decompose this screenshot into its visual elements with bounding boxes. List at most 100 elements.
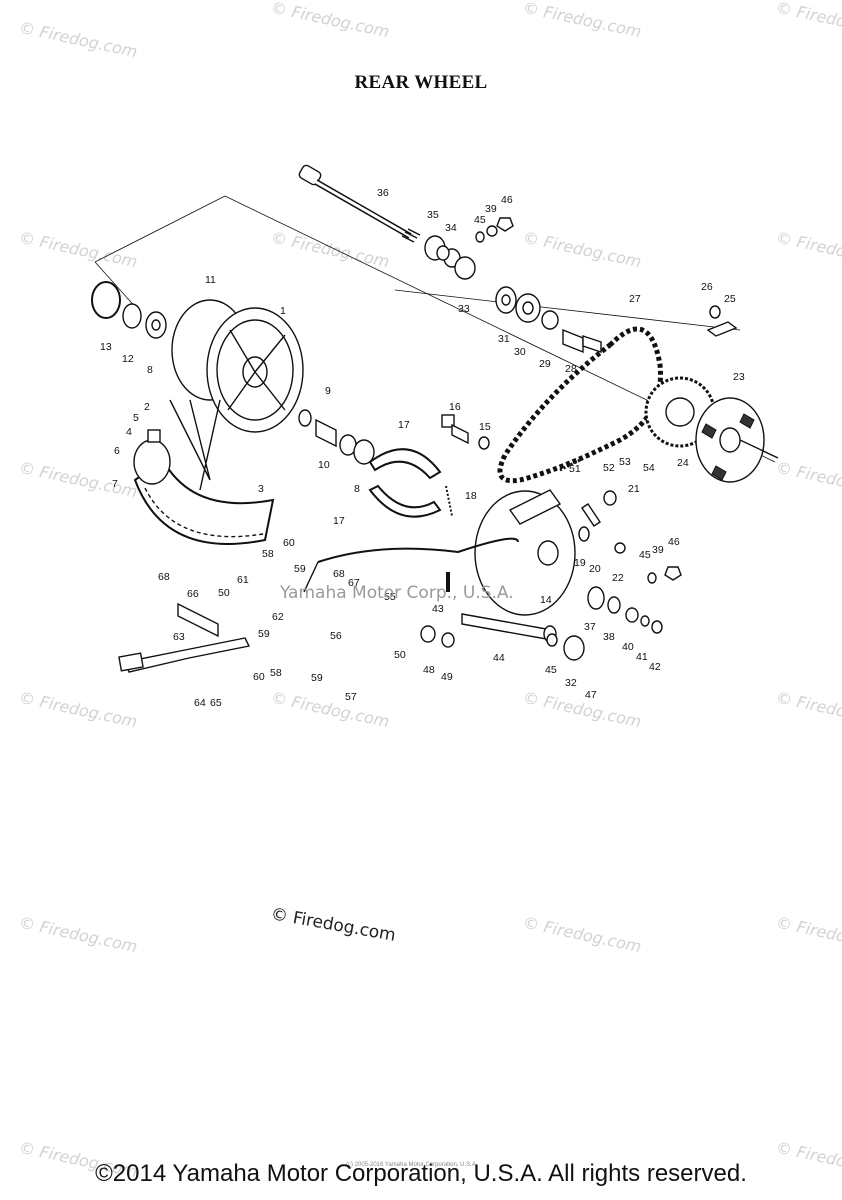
callout: 24 — [677, 457, 689, 469]
callout: 60 — [283, 537, 295, 549]
inner-tube-valve — [133, 429, 171, 485]
callout: 11 — [205, 274, 216, 286]
callout: 17 — [333, 515, 345, 527]
callout: 52 — [603, 462, 615, 474]
callout: 22 — [612, 572, 624, 584]
callout: 7 — [112, 478, 118, 490]
callout: 21 — [628, 483, 640, 495]
callout: 62 — [272, 611, 284, 623]
axle-hardware — [424, 217, 514, 280]
callout: 29 — [539, 358, 551, 370]
callout: 59 — [311, 672, 323, 684]
brake-pedal — [118, 602, 251, 673]
callout: 63 — [173, 631, 185, 643]
callout: 5 — [133, 412, 139, 424]
callout: 39 — [652, 544, 664, 556]
callout: 12 — [122, 353, 134, 365]
callout: 47 — [585, 689, 597, 701]
diagram-title: REAR WHEEL — [354, 72, 488, 93]
chain-adjuster — [706, 305, 738, 337]
callout: 13 — [100, 341, 112, 353]
callout: 34 — [445, 222, 457, 234]
callout: 66 — [187, 588, 199, 600]
callout: 9 — [325, 385, 331, 397]
callout: 26 — [701, 281, 713, 293]
callout: 57 — [345, 691, 357, 703]
callout: 41 — [636, 651, 648, 663]
callout: 58 — [262, 548, 274, 560]
callout: 59 — [258, 628, 270, 640]
callout: 36 — [377, 187, 389, 199]
callout: 18 — [465, 490, 477, 502]
callout: 43 — [432, 603, 444, 615]
callout: 23 — [733, 371, 745, 383]
callout: 4 — [126, 426, 132, 438]
callout: 67 — [348, 577, 360, 589]
callout: 17 — [398, 419, 410, 431]
callout: 45 — [545, 664, 557, 676]
callout: 10 — [318, 459, 330, 471]
rear-axle — [298, 164, 421, 243]
callout: 38 — [603, 631, 615, 643]
callout: 61 — [237, 574, 249, 586]
rear-wheel — [171, 299, 304, 433]
callout: 68 — [158, 571, 170, 583]
sprocket-hub — [495, 286, 602, 354]
callout: 45 — [474, 214, 486, 226]
callout: 1 — [280, 305, 286, 317]
brake-panel — [474, 458, 581, 616]
callout: 50 — [218, 587, 230, 599]
callout: 16 — [449, 401, 461, 413]
callout: 56 — [330, 630, 342, 642]
hub-spacer — [298, 409, 375, 465]
copyright-footer: ©2014 Yamaha Motor Corporation, U.S.A. A… — [95, 1160, 747, 1187]
callout: 51 — [569, 463, 581, 475]
callout: 44 — [493, 652, 505, 664]
callout: 25 — [724, 293, 736, 305]
callout: 32 — [565, 677, 577, 689]
callout: 8 — [354, 483, 360, 495]
callout: 31 — [498, 333, 510, 345]
callout: 20 — [589, 563, 601, 575]
callout: 14 — [540, 594, 552, 606]
small-print: (c) 2005-2016 Yamaha Motor Corporation, … — [346, 1162, 478, 1168]
callout: 46 — [501, 194, 513, 206]
callout: 19 — [574, 557, 586, 569]
callout: 46 — [668, 536, 680, 548]
callout: 28 — [565, 363, 577, 375]
callout: 53 — [619, 456, 631, 468]
callout: 42 — [649, 661, 661, 673]
callout: 54 — [643, 462, 655, 474]
callout: 33 — [458, 303, 470, 315]
callout: 40 — [622, 641, 634, 653]
callout: 58 — [270, 667, 282, 679]
brake-arm-hardware — [420, 490, 682, 661]
callout: 2 — [144, 401, 150, 413]
callout: 48 — [423, 664, 435, 676]
callout: 60 — [253, 671, 265, 683]
callout: 50 — [394, 649, 406, 661]
callout: 49 — [441, 671, 453, 683]
callout: 59 — [294, 563, 306, 575]
callout: 39 — [485, 203, 497, 215]
callout: 64 — [194, 697, 206, 709]
brake-shoes — [368, 448, 442, 518]
callout: 45 — [639, 549, 651, 561]
rear-tire — [133, 399, 275, 545]
callout: 55 — [384, 591, 396, 603]
callout: 37 — [584, 621, 596, 633]
drive-chain — [497, 326, 663, 484]
callout: 30 — [514, 346, 526, 358]
callout: 8 — [147, 364, 153, 376]
callout: 27 — [629, 293, 641, 305]
brake-cable — [303, 537, 519, 593]
wheel-bearings — [91, 281, 167, 339]
middle-watermark: Yamaha Motor Corp., U.S.A. — [280, 583, 514, 603]
callout: 35 — [427, 209, 439, 221]
callout: 6 — [114, 445, 120, 457]
brake-cam — [441, 414, 490, 517]
callout: 65 — [210, 697, 222, 709]
callout: 3 — [258, 483, 264, 495]
